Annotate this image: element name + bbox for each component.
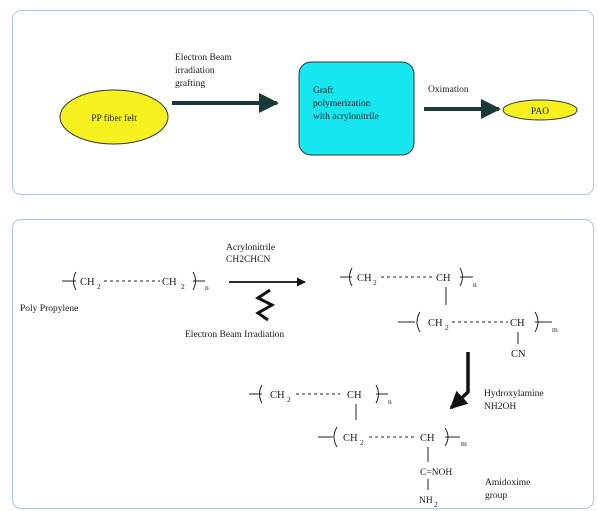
pp-fiber-felt-node bbox=[59, 89, 169, 145]
svg-text:n: n bbox=[473, 280, 477, 289]
graft-label-line3: with acrylonitrile bbox=[313, 112, 379, 122]
amidoxime-label-line2: group bbox=[485, 491, 507, 501]
hydroxylamine-label: Hydroxylamine bbox=[484, 389, 544, 399]
svg-text:n: n bbox=[205, 283, 209, 292]
svg-text:m: m bbox=[552, 325, 558, 334]
svg-text:C=NOH: C=NOH bbox=[420, 468, 452, 478]
svg-text:CH: CH bbox=[420, 433, 435, 444]
svg-text:CH: CH bbox=[270, 390, 285, 401]
svg-text:CH: CH bbox=[347, 390, 362, 401]
svg-text:m: m bbox=[461, 439, 467, 448]
amidoxime-label-line1: Amidoxime bbox=[485, 478, 530, 488]
reaction-scheme-panel bbox=[12, 219, 594, 509]
pp-fiber-felt-label: PP fiber felt bbox=[91, 113, 137, 124]
graft-label-line1: Graft bbox=[313, 85, 333, 96]
svg-text:2: 2 bbox=[445, 323, 449, 332]
graft-label-line2: polymerization bbox=[313, 99, 371, 109]
svg-text:CH: CH bbox=[357, 273, 372, 284]
pao-node bbox=[502, 99, 578, 121]
grafted-polymer-structure: CH 2 CH n CH 2 CH m CN bbox=[340, 267, 558, 360]
step2-label: Oximation bbox=[428, 85, 469, 95]
amidoxime-structure: CH 2 CH n CH 2 CH m C=NOH NH 2 bbox=[249, 384, 467, 509]
irradiation-label: Electron Beam Irradiation bbox=[185, 330, 284, 340]
svg-text:CN: CN bbox=[511, 349, 526, 360]
svg-text:2: 2 bbox=[181, 282, 185, 291]
graft-polymerization-node bbox=[298, 61, 415, 156]
acrylonitrile-label: Acrylonitrile bbox=[226, 243, 275, 253]
acrylonitrile-formula: CH2CHCN bbox=[226, 255, 270, 265]
svg-text:n: n bbox=[388, 397, 392, 406]
svg-text:CH: CH bbox=[436, 273, 451, 284]
step1-label-line1: Electron Beam bbox=[175, 53, 232, 63]
reaction-arrow-2 bbox=[449, 352, 470, 410]
svg-text:2: 2 bbox=[373, 278, 377, 287]
step1-label-line3: grafting bbox=[175, 78, 205, 89]
pao-label: PAO bbox=[531, 107, 549, 117]
hydroxylamine-formula: NH2OH bbox=[484, 402, 516, 412]
svg-text:2: 2 bbox=[287, 395, 291, 404]
svg-text:CH: CH bbox=[428, 318, 443, 329]
svg-text:CH: CH bbox=[343, 433, 358, 444]
svg-text:CH: CH bbox=[162, 277, 177, 288]
svg-text:2: 2 bbox=[360, 438, 364, 447]
svg-text:CH: CH bbox=[80, 277, 95, 288]
polypropylene-label: Poly Propylene bbox=[20, 304, 78, 314]
svg-text:NH: NH bbox=[419, 496, 433, 506]
step1-label-line2: irradiation bbox=[175, 66, 215, 76]
svg-text:2: 2 bbox=[97, 282, 101, 291]
polypropylene-structure: CH 2 CH 2 n bbox=[62, 271, 209, 292]
svg-text:2: 2 bbox=[434, 500, 438, 509]
svg-text:CH: CH bbox=[510, 318, 525, 329]
electron-beam-squiggle bbox=[255, 288, 276, 322]
